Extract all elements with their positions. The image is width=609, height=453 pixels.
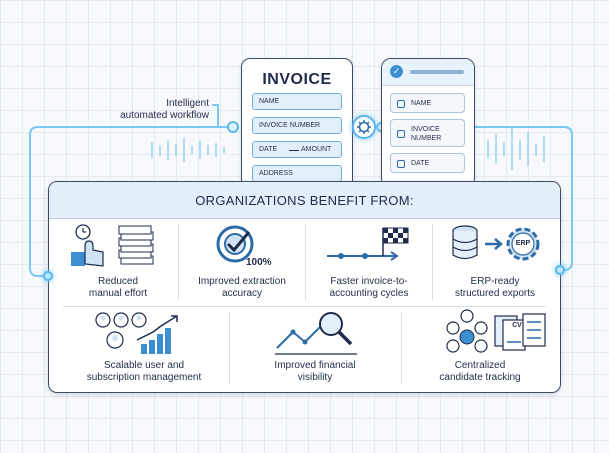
workflow-label-line1: Intelligent (166, 98, 209, 109)
left-endpoint-dot (43, 271, 53, 281)
invoice-title: INVOICE (262, 71, 332, 88)
calendar-icon (397, 160, 405, 168)
field-date-amount: DATE AMOUNT (252, 141, 342, 158)
benefit-faster-invoice-cycles: Faster invoice-to-accounting cycles (329, 276, 409, 299)
field-address: ADDRESS (252, 165, 342, 182)
output-field-invoice-number: INVOICE NUMBER (390, 119, 465, 147)
document-icon (397, 130, 405, 138)
cv-badge: CV (512, 322, 522, 329)
separator (432, 224, 433, 300)
users-growth-icon (95, 312, 178, 354)
data-wave-left (151, 138, 225, 162)
left-connector (29, 126, 233, 277)
data-wave-right (487, 128, 545, 170)
field-amount: AMOUNT (301, 146, 332, 153)
separator (305, 224, 306, 300)
candidate-documents-icon (446, 309, 546, 353)
accuracy-target-icon (216, 225, 254, 263)
separator (63, 306, 546, 307)
screen-header: ✓ (382, 59, 474, 86)
field-name: NAME (252, 93, 342, 110)
ai-gear-icon (357, 120, 371, 134)
header-bar (410, 70, 464, 74)
check-icon: ✓ (390, 65, 403, 78)
output-field-name: NAME (390, 93, 465, 113)
left-node (227, 121, 239, 133)
structured-output-screen: ✓ NAME INVOICE NUMBER DATE (381, 58, 475, 188)
workflow-label-line2: automated workflow (120, 110, 209, 121)
invoice-form: INVOICE NAME INVOICE NUMBER DATE AMOUNT … (241, 58, 353, 195)
separator (401, 312, 402, 384)
processing-node (352, 115, 376, 139)
accuracy-badge: 100% (246, 257, 272, 268)
right-endpoint-dot (555, 265, 565, 275)
user-icon (397, 100, 405, 108)
chart-magnifier-icon (275, 312, 357, 355)
erp-badge: ERP (515, 240, 531, 247)
field-invoice-number: INVOICE NUMBER (252, 117, 342, 134)
right-connector (473, 126, 573, 271)
hand-paper-stack-icon (71, 224, 154, 267)
output-field-date: DATE (390, 153, 465, 173)
pointer-line (212, 104, 219, 126)
benefits-title: ORGANIZATIONS BENEFIT FROM: (195, 193, 414, 208)
benefits-header: ORGANIZATIONS BENEFIT FROM: (49, 182, 560, 219)
separator (178, 224, 179, 300)
workflow-label: Intelligent automated workflow (95, 98, 209, 122)
field-date: DATE (259, 146, 278, 153)
separator (229, 312, 230, 384)
database-to-erp-icon (452, 225, 540, 261)
finish-flag-icon (327, 227, 409, 261)
